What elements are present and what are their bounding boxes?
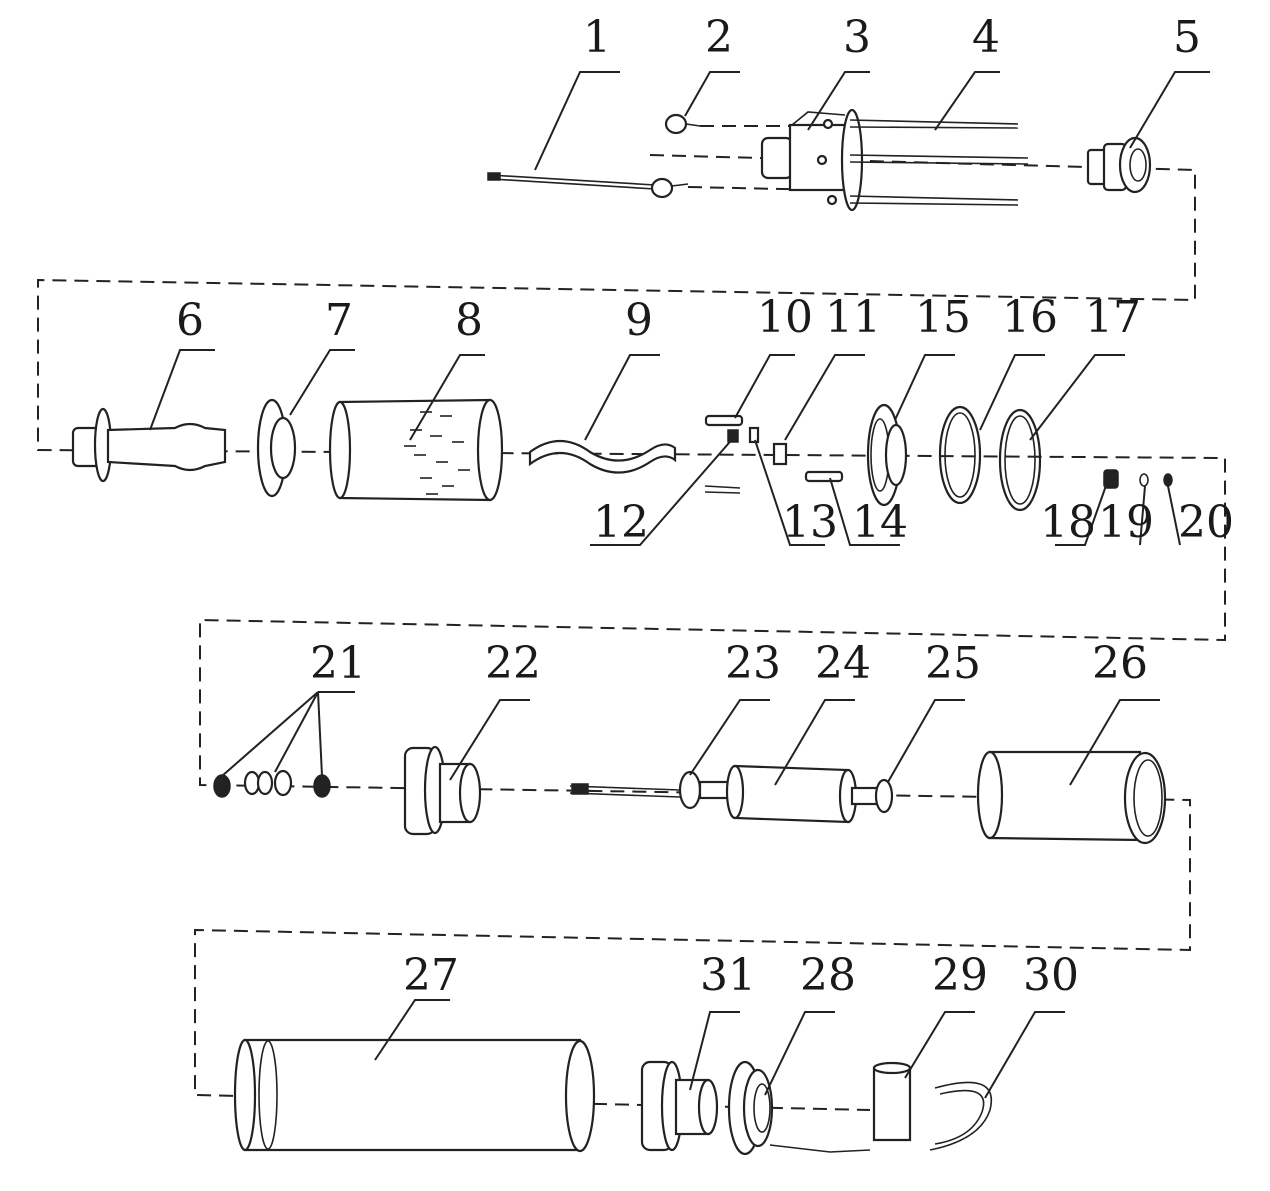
part-7-flange (256, 398, 297, 498)
label-5: 5 (1173, 12, 1201, 63)
label-1: 1 (583, 12, 611, 63)
label-21: 21 (310, 638, 366, 689)
assembly-path (37, 154, 1226, 1111)
part-number-labels: 1 2 3 4 5 6 7 8 9 10 11 15 16 17 12 13 1… (176, 12, 1234, 1001)
label-10: 10 (757, 292, 813, 343)
part-8-filter-screen (328, 398, 504, 502)
label-29: 29 (932, 950, 988, 1001)
part-3-head-body (760, 111, 847, 192)
label-8: 8 (455, 295, 483, 346)
label-30: 30 (1023, 950, 1079, 1001)
part-9-spring (528, 440, 677, 474)
label-6: 6 (176, 295, 204, 346)
part-6-outlet-shaft (71, 407, 227, 483)
label-15: 15 (915, 292, 971, 343)
label-27: 27 (403, 950, 459, 1001)
label-3: 3 (843, 12, 871, 63)
part-16-o-ring (938, 405, 982, 505)
label-16: 16 (1002, 292, 1058, 343)
label-17: 17 (1085, 292, 1141, 343)
label-24: 24 (815, 638, 871, 689)
part-26-upper-housing (976, 750, 1167, 845)
part-29-capacitor (872, 1061, 912, 1142)
part-30-wire-clip (929, 1081, 993, 1151)
part-22-upper-bracket (403, 745, 482, 836)
label-25: 25 (925, 638, 981, 689)
label-31: 31 (700, 950, 756, 1001)
part-1-cable (487, 172, 656, 190)
part-18-19-20-washers (1103, 469, 1173, 489)
leader-lines (149, 71, 1210, 1099)
part-31-lower-bracket (640, 1060, 719, 1152)
part-28-end-cap (727, 1060, 871, 1156)
label-7: 7 (325, 295, 353, 346)
label-28: 28 (800, 950, 856, 1001)
label-19: 19 (1098, 497, 1154, 548)
part-10-11-12-13-14-small-parts (704, 414, 844, 494)
label-14: 14 (852, 497, 908, 548)
part-17-o-ring (998, 408, 1042, 512)
label-20: 20 (1178, 497, 1234, 548)
part-21-bearings (213, 769, 331, 798)
label-23: 23 (725, 638, 781, 689)
label-13: 13 (782, 497, 838, 548)
label-22: 22 (485, 638, 541, 689)
label-18: 18 (1040, 497, 1096, 548)
label-11: 11 (825, 292, 881, 343)
label-12: 12 (593, 497, 649, 548)
label-4: 4 (972, 12, 1000, 63)
part-27-motor-housing (233, 1038, 596, 1153)
label-2: 2 (705, 12, 733, 63)
label-9: 9 (625, 295, 653, 346)
part-15-diffuser (866, 403, 908, 507)
part-23-24-25-rotor (569, 764, 894, 824)
part-4-tie-rods (816, 108, 1029, 212)
label-26: 26 (1092, 638, 1148, 689)
part-5-check-valve (1086, 136, 1152, 194)
